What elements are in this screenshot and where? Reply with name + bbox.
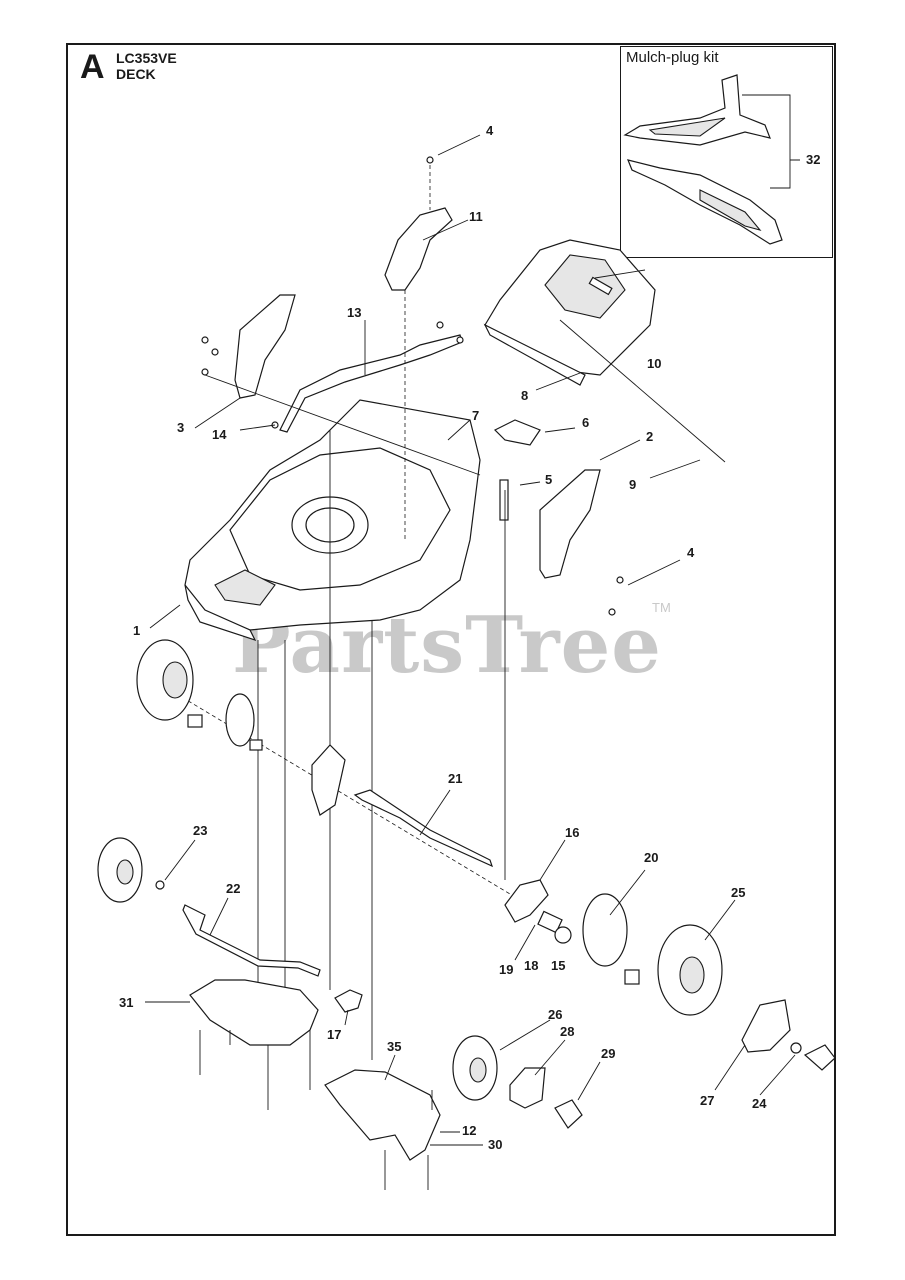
hub-cap-27 — [741, 999, 791, 1053]
rear-axle-22 — [182, 904, 321, 977]
wheel-26 — [452, 1035, 498, 1101]
callout-35: 35 — [387, 1039, 402, 1054]
axle-rod-part — [353, 789, 494, 868]
axle-bracket-part — [504, 879, 549, 923]
nut-29 — [554, 1099, 583, 1129]
callout-25: 25 — [731, 885, 746, 900]
callout-29: 29 — [601, 1046, 616, 1061]
diagram-frame — [66, 43, 836, 1236]
rear-cover-30 — [324, 1069, 441, 1161]
handle-bracket-right — [539, 469, 601, 579]
callout-12: 12 — [462, 1123, 477, 1138]
callout-7: 7 — [472, 408, 480, 423]
callout-20: 20 — [644, 850, 659, 865]
deck-part — [184, 399, 481, 642]
callout-10: 10 — [647, 356, 662, 371]
wheel-25 — [657, 924, 723, 1016]
callout-15: 15 — [551, 958, 566, 973]
front-cover-31 — [189, 979, 319, 1046]
callout-3: 3 — [177, 420, 185, 435]
kit-title: Mulch-plug kit — [626, 49, 719, 66]
screw-icons — [201, 156, 624, 616]
model-number: LC353VE — [116, 50, 177, 66]
callout-18: 18 — [524, 958, 539, 973]
section-letter: A — [80, 48, 105, 86]
callout-19: 19 — [499, 962, 514, 977]
mulch-plug-part — [623, 74, 771, 146]
bottom-screw-icons — [199, 1030, 433, 1190]
diagram-title: DECK — [116, 66, 156, 82]
bracket-17 — [334, 989, 363, 1013]
callout-28: 28 — [560, 1024, 575, 1039]
rear-flap-part — [483, 239, 656, 386]
callout-32: 32 — [806, 152, 821, 167]
callout-16: 16 — [565, 825, 580, 840]
callout-11: 11 — [469, 209, 483, 224]
callout-8: 8 — [521, 388, 529, 403]
hub-cap-28 — [509, 1067, 546, 1109]
clip-part — [493, 419, 541, 446]
handle-knob-part — [384, 207, 453, 291]
callout-30: 30 — [488, 1137, 503, 1152]
mulch-plug-kit-box — [620, 46, 833, 258]
callout-4-top: 4 — [486, 123, 494, 138]
callout-6: 6 — [582, 415, 590, 430]
callout-14: 14 — [212, 427, 227, 442]
callout-leaders — [145, 134, 796, 1146]
callout-4-right: 4 — [687, 545, 695, 560]
callout-23: 23 — [193, 823, 208, 838]
callout-24: 24 — [752, 1096, 767, 1111]
watermark-trademark: TM — [652, 600, 671, 615]
callout-21: 21 — [448, 771, 463, 786]
callout-5: 5 — [545, 472, 553, 487]
nut-24 — [803, 1044, 836, 1071]
callout-22: 22 — [226, 881, 241, 896]
callout-9: 9 — [629, 477, 637, 492]
wheel-23 — [97, 837, 143, 903]
callout-2: 2 — [646, 429, 654, 444]
spring-part-5 — [499, 479, 509, 521]
mulch-blade-part — [627, 159, 783, 245]
callout-31: 31 — [119, 995, 134, 1010]
handle-bracket-left — [234, 294, 296, 399]
spring-part — [588, 276, 613, 296]
rear-wheel-left — [136, 639, 346, 816]
callout-1: 1 — [133, 623, 141, 638]
callout-26: 26 — [548, 1007, 563, 1022]
callout-13: 13 — [347, 305, 362, 320]
callout-27: 27 — [700, 1093, 715, 1108]
hub-cover-part — [582, 893, 628, 967]
callout-17: 17 — [327, 1027, 342, 1042]
